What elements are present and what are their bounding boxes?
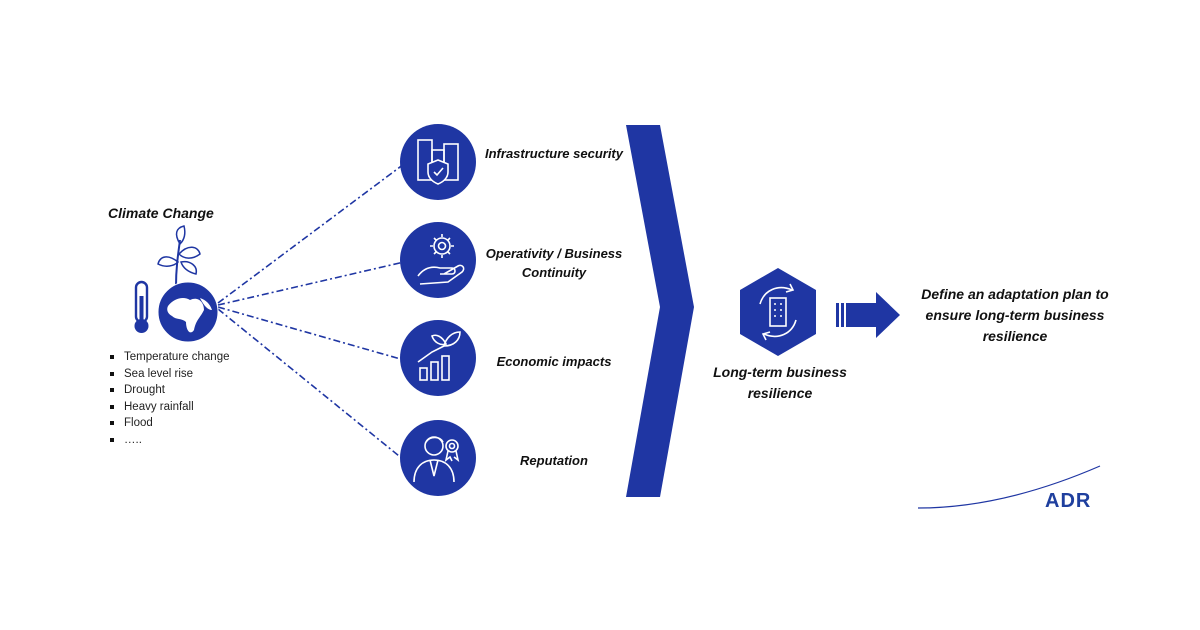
- list-item: Drought: [108, 382, 229, 399]
- list-item: Temperature change: [108, 349, 229, 366]
- list-item: Flood: [108, 415, 229, 432]
- adr-logo: ADR: [1045, 490, 1092, 512]
- goal-label: Define an adaptation plan to ensure long…: [921, 286, 1109, 344]
- list-item: …..: [108, 432, 229, 449]
- buildings-shield-icon: [417, 139, 459, 185]
- logo-swoosh: [917, 465, 1101, 509]
- growth-chart-icon: [417, 331, 461, 381]
- climate-change-icon: [134, 225, 219, 343]
- connector-reputation: [217, 308, 405, 461]
- impact-label-economic: Economic impacts: [496, 354, 612, 369]
- climate-change-title: Climate Change: [108, 205, 214, 221]
- impact-circle-economic: [400, 320, 476, 396]
- connector-infrastructure: [217, 163, 405, 304]
- big-chevron: [626, 125, 694, 497]
- businessman-badge-icon: [413, 436, 460, 483]
- list-item: Sea level rise: [108, 366, 229, 383]
- connector-operativity: [217, 261, 405, 306]
- goal-arrow: [836, 292, 900, 338]
- impact-label-infrastructure: Infrastructure security: [485, 146, 623, 161]
- connector-economic: [217, 306, 405, 361]
- outcome-label: Long-term business resilience: [713, 364, 847, 401]
- outcome-hexagon: [740, 268, 816, 356]
- impact-label-operativity: Operativity / Business Continuity: [485, 246, 623, 280]
- impact-circle-reputation: [400, 420, 476, 496]
- impact-label-reputation: Reputation: [520, 453, 588, 468]
- building-cycle-icon: [759, 283, 797, 341]
- list-item: Heavy rainfall: [108, 399, 229, 416]
- climate-change-list: Temperature change Sea level rise Drough…: [108, 349, 229, 449]
- impact-circle-infrastructure: [400, 124, 476, 200]
- gear-hand-icon: [417, 234, 465, 285]
- impact-circle-operativity: [400, 222, 476, 298]
